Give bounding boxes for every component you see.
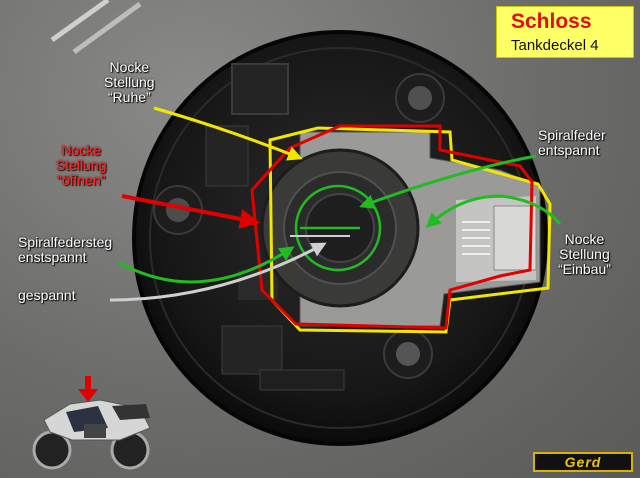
label-spiral-spring: Spiralfeder entspannt — [538, 128, 606, 158]
label-cam-rest: Nocke Stellung “Ruhe” — [104, 60, 155, 105]
label-cam-open-line3: “öffnen” — [57, 172, 106, 188]
label-cam-install-line3: “Einbau” — [558, 261, 611, 277]
label-spiral-spring-line1: Spiralfeder — [538, 127, 606, 143]
label-cam-rest-line1: Nocke — [109, 59, 150, 75]
wire-ends — [50, 0, 142, 55]
author-logo: Gerd — [533, 452, 633, 472]
title-subtitle: Tankdeckel 4 — [511, 37, 599, 54]
motorcycle-icon — [32, 399, 151, 470]
spring-position-marks — [290, 184, 382, 272]
label-cam-install: Nocke Stellung “Einbau” — [558, 232, 611, 277]
label-cam-open-line1: Nocke — [61, 142, 102, 158]
label-cam-open: Nocke Stellung “öffnen” — [56, 143, 107, 188]
cam-outline-open — [250, 124, 534, 330]
label-spiral-spring-line2: entspannt — [538, 142, 600, 158]
label-cam-install-line2: Stellung — [559, 246, 610, 262]
label-spring-web-line2: enstspannt — [18, 249, 87, 265]
label-spring-web: Spiralfedersteg enstspannt — [18, 235, 112, 265]
label-cam-rest-line2: Stellung — [104, 74, 155, 90]
label-cam-open-line2: Stellung — [56, 157, 107, 173]
red-arrow-icon — [78, 376, 98, 402]
label-cam-install-line1: Nocke — [564, 231, 605, 247]
title-main: Schloss — [511, 10, 592, 33]
label-spring-web-line1: Spiralfedersteg — [18, 234, 113, 250]
annotation-arrows — [109, 106, 562, 302]
title-box: Schloss Tankdeckel 4 — [496, 6, 634, 58]
label-tensioned: gespannt — [18, 287, 76, 303]
label-cam-rest-line3: “Ruhe” — [107, 89, 151, 105]
